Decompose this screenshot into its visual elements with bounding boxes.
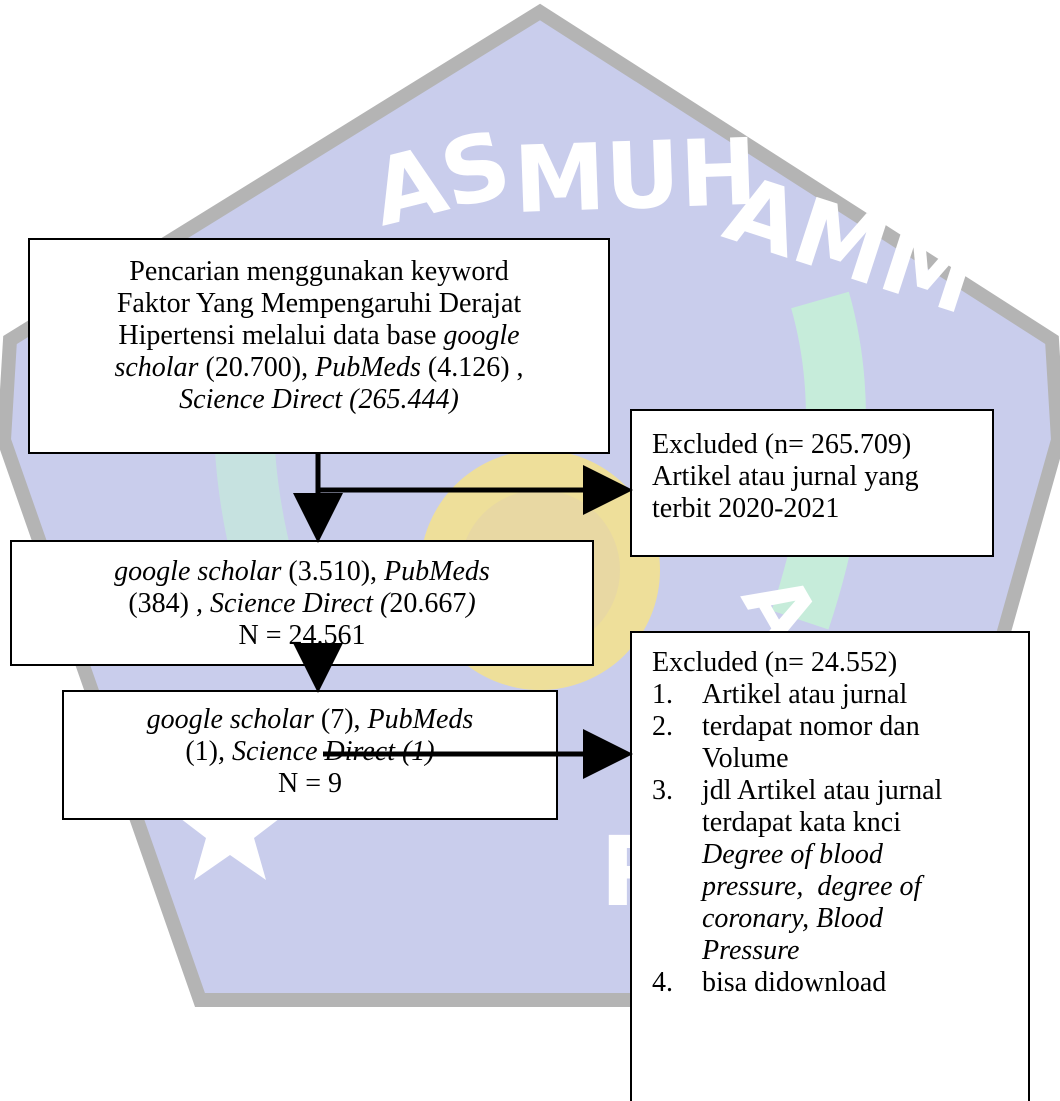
excluded-1-heading: Excluded (n= 265.709) (652, 429, 912, 460)
search-line-2: Faktor Yang Mempengaruhi Derajat (116, 288, 522, 319)
screening-line-1: google scholar (3.510), PubMeds (114, 556, 490, 587)
excluded-2-heading: Excluded (n= 24.552) (652, 647, 898, 678)
exclusion-criteria-list: 1. Artikel atau jurnal 2. terdapat nomor… (652, 679, 1020, 999)
list-item: 1. Artikel atau jurnal (652, 679, 908, 710)
excluded-1-line-3: terbit 2020-2021 (652, 493, 840, 524)
search-box: Pencarian menggunakan keyword Faktor Yan… (28, 238, 610, 454)
list-item: 2. terdapat nomor dan Volume (652, 711, 920, 774)
search-line-4: scholar (20.700), PubMeds (4.126) , (114, 352, 524, 383)
excluded-1-line-2: Artikel atau jurnal yang (652, 461, 919, 492)
included-line-1: google scholar (7), PubMeds (146, 704, 474, 735)
star-icon (172, 770, 288, 880)
excluded-box-1: Excluded (n= 265.709) Artikel atau jurna… (630, 409, 994, 557)
search-line-3: Hipertensi melalui data base google (118, 320, 520, 351)
svg-text:MUH: MUH (512, 119, 759, 234)
search-line-1: Pencarian menggunakan keyword (129, 256, 509, 287)
flow-connectors (293, 454, 633, 779)
list-item: 3. jdl Artikel atau jurnal terdapat kata… (652, 775, 943, 966)
list-item: 4. bisa didownload (652, 967, 887, 998)
included-total: N = 9 (277, 768, 342, 799)
excluded-box-2: Excluded (n= 24.552) 1. Artikel atau jur… (630, 631, 1030, 1101)
screening-line-2: (384) , Science Direct (20.667) (128, 588, 476, 619)
search-line-5: Science Direct (265.444) (179, 384, 459, 415)
